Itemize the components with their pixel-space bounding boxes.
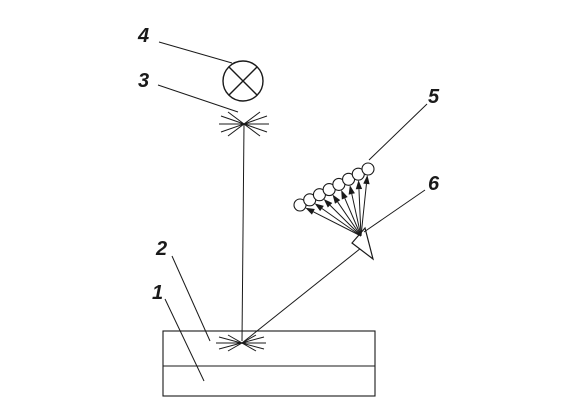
leader-line-5: [368, 103, 428, 161]
ray-arrowhead: [305, 207, 315, 215]
label-dispersive-element: 6: [428, 173, 440, 195]
dispersed-ray: [344, 198, 362, 237]
sample-outline: [162, 330, 376, 397]
ray-arrowhead: [341, 189, 348, 200]
label-light-source: 4: [137, 25, 149, 47]
lamp-circle-cross-icon: [222, 60, 264, 102]
label-film: 2: [155, 238, 167, 260]
dispersed-ray: [358, 189, 362, 237]
leader-line-2: [171, 255, 211, 342]
dispersed-ray: [313, 211, 362, 237]
leader-line-3: [157, 84, 239, 113]
ray-arrowhead: [355, 180, 363, 190]
dispersed-ray: [351, 193, 362, 237]
leader-line-4: [158, 41, 233, 64]
dispersed-ray: [337, 201, 362, 237]
dispersed-ray: [321, 208, 362, 237]
label-incident-focus: 3: [138, 70, 149, 92]
prism-triangle-icon: [351, 226, 375, 261]
ray-arrowhead: [348, 185, 355, 195]
label-detector-array: 5: [428, 86, 440, 108]
leader-line-6: [363, 189, 426, 233]
circle-detector-icon: [361, 162, 375, 176]
ray-arrowhead: [363, 174, 370, 185]
detector-array: [293, 162, 375, 237]
ray-arrowhead: [332, 194, 341, 204]
ray-arrowhead: [314, 203, 324, 212]
lamp-cross-line-b: [228, 66, 258, 96]
dispersed-ray: [329, 204, 362, 237]
label-substrate: 1: [152, 282, 163, 304]
sample-block: [162, 330, 376, 397]
leader-lines: [157, 41, 428, 382]
sample-focus-starburst-icon: [216, 334, 266, 352]
reflected-beam: [241, 247, 362, 344]
incident-beam: [241, 123, 245, 342]
ray-arrowhead: [323, 198, 333, 208]
dispersed-ray: [360, 183, 367, 237]
leader-line-1: [164, 298, 205, 382]
